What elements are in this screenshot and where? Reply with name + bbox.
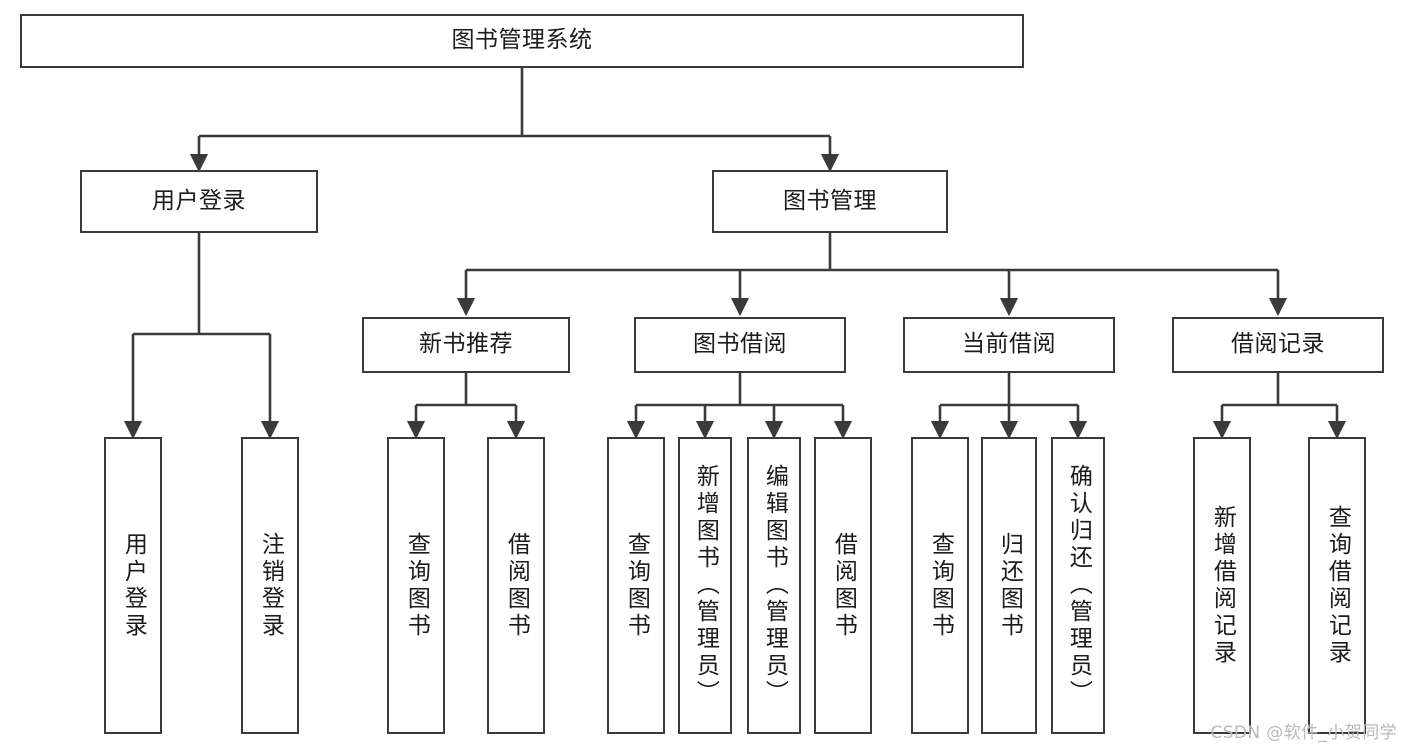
node-leaf-user-login[interactable]: 用户登录 — [104, 437, 162, 734]
node-leaf-query-book-current[interactable]: 查询图书 — [911, 437, 969, 734]
node-label: 新增图书（管理员） — [692, 464, 719, 707]
node-leaf-query-borrow-record[interactable]: 查询借阅记录 — [1308, 437, 1366, 734]
node-label: 借阅图书 — [830, 531, 857, 640]
node-leaf-query-book-borrow[interactable]: 查询图书 — [607, 437, 665, 734]
node-label: 图书管理 — [783, 187, 877, 214]
node-label: 编辑图书（管理员） — [761, 464, 788, 707]
node-book-management[interactable]: 图书管理 — [712, 170, 948, 233]
node-label: 当前借阅 — [962, 331, 1056, 358]
node-leaf-logout[interactable]: 注销登录 — [241, 437, 299, 734]
node-label: 借阅图书 — [503, 531, 530, 640]
node-label: 查询图书 — [623, 531, 650, 640]
node-label: 新增借阅记录 — [1209, 504, 1236, 667]
node-label: 确认归还（管理员） — [1065, 464, 1092, 707]
node-leaf-return-book[interactable]: 归还图书 — [981, 437, 1037, 734]
node-current-borrowing[interactable]: 当前借阅 — [903, 317, 1115, 373]
node-book-borrowing[interactable]: 图书借阅 — [634, 317, 846, 373]
node-new-book-recommendation[interactable]: 新书推荐 — [362, 317, 570, 373]
node-label: 借阅记录 — [1231, 331, 1325, 358]
node-leaf-add-borrow-record[interactable]: 新增借阅记录 — [1193, 437, 1251, 734]
node-label: 查询图书 — [927, 531, 954, 640]
node-label: 查询图书 — [403, 531, 430, 640]
node-root-book-management-system[interactable]: 图书管理系统 — [20, 14, 1024, 68]
node-leaf-borrow-book[interactable]: 借阅图书 — [814, 437, 872, 734]
node-label: 图书借阅 — [693, 331, 787, 358]
node-leaf-edit-book-admin[interactable]: 编辑图书（管理员） — [747, 437, 801, 734]
node-user-login[interactable]: 用户登录 — [80, 170, 318, 233]
node-label: 注销登录 — [257, 531, 284, 640]
node-label: 用户登录 — [120, 531, 147, 640]
node-leaf-confirm-return-admin[interactable]: 确认归还（管理员） — [1051, 437, 1105, 734]
node-leaf-query-book-recommend[interactable]: 查询图书 — [387, 437, 445, 734]
node-label: 用户登录 — [152, 187, 246, 214]
node-borrowing-records[interactable]: 借阅记录 — [1172, 317, 1384, 373]
node-leaf-add-book-admin[interactable]: 新增图书（管理员） — [678, 437, 732, 734]
node-leaf-borrow-book-recommend[interactable]: 借阅图书 — [487, 437, 545, 734]
node-label: 图书管理系统 — [451, 27, 593, 54]
node-label: 新书推荐 — [419, 331, 513, 358]
node-label: 查询借阅记录 — [1324, 504, 1351, 667]
watermark-text: CSDN @软件_小贺同学 — [1210, 723, 1397, 743]
node-label: 归还图书 — [996, 531, 1023, 640]
